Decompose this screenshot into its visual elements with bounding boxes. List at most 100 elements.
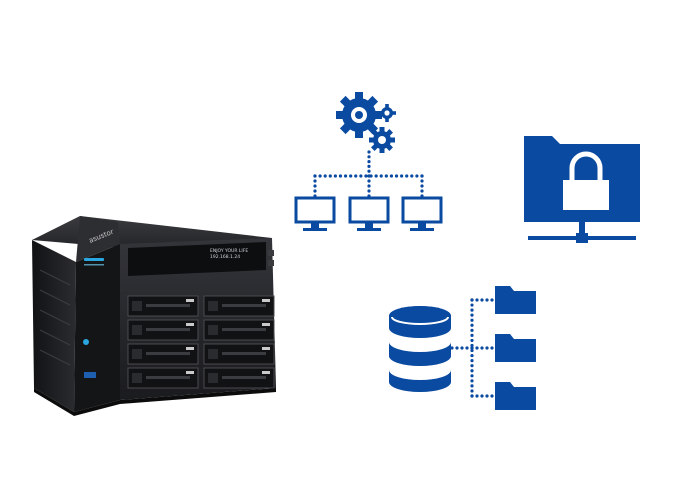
connector-dot [455,346,459,350]
connector-dot [475,346,479,350]
connector-dot [313,184,317,188]
connector-dot [420,174,424,178]
connector-dot [470,374,474,378]
connector-dot [389,174,394,178]
connector-dot [323,174,327,178]
usb-port [84,372,96,378]
connector-dot [470,379,474,383]
connector-dot [470,343,474,348]
connector-dot [405,174,409,178]
connector-dot [384,174,388,178]
connector-dot [480,346,484,350]
drive-bay[interactable] [203,367,275,389]
folder-icon [495,334,536,362]
monitor-icon [401,196,443,224]
connector-dot [349,174,353,178]
connector-dot [410,174,414,178]
connector-dot [490,346,494,350]
connector-dot [333,174,337,178]
connector-dot [470,348,474,353]
connector-dot [359,174,363,178]
lcd-button[interactable] [268,250,274,256]
connector-dot [313,189,317,193]
connector-dot [367,150,371,154]
connector-dot [367,169,371,173]
connector-dot [470,313,474,317]
connector-dot [460,346,464,350]
connector-dot [470,364,474,368]
connector-dot [450,346,454,350]
drive-bay[interactable] [203,319,275,341]
locked-folder-icon [524,136,640,243]
lcd-line-2: 192.168.1.24 [210,254,240,260]
drive-bay[interactable] [127,295,199,317]
connector-dot [400,174,404,178]
connector-dot [470,303,474,307]
connector-dot [420,189,424,193]
connector-dot [313,179,317,183]
connector-dot [367,164,371,168]
connector-dot [379,174,383,178]
connector-dot [475,394,479,398]
connector-dot [470,298,474,302]
connector-dot [470,318,474,322]
status-led [84,258,104,261]
connector-dot [470,346,474,350]
connector-dot [470,359,474,363]
connector-dot [343,174,348,178]
drive-bay[interactable] [127,343,199,365]
monitor-icon [294,196,336,224]
lock-icon [563,180,609,210]
connector-dot [470,308,474,312]
connector-dot [470,384,474,388]
drive-bay[interactable] [127,367,199,389]
connector-dot [470,389,474,393]
connector-dot [485,394,489,398]
monitor-icon [348,196,390,224]
drive-bay[interactable] [203,295,275,317]
connector-dot [367,189,371,193]
lcd-line-1: ENJOY YOUR LIFE [210,248,248,254]
connector-dot [475,298,479,302]
connector-dot [480,394,484,398]
connector-dot [374,174,378,178]
connector-dot [490,298,494,302]
connector-dot [490,394,494,398]
drive-bay[interactable] [127,319,199,341]
folder-icon [495,286,536,314]
nas-device: asustor ENJOY YOUR LIFE 192.168.1.24 [32,216,276,416]
drive-bay[interactable] [203,343,275,365]
connector-dot [354,174,358,178]
connector-dot [338,174,343,178]
connector-dot [470,338,474,343]
connector-dot [470,328,474,332]
power-button[interactable] [83,339,89,345]
connector-dot [367,160,371,164]
connector-dot [367,174,371,178]
connector-dot [328,174,332,178]
gears-icon [336,92,396,153]
connector-dot [367,179,371,183]
connector-dot [470,323,474,327]
connector-dot [485,346,489,350]
connector-dot [485,298,489,302]
connector-dot [318,174,322,178]
connector-dot [394,174,399,178]
lcd-button[interactable] [268,260,274,266]
connector-dot [465,346,469,350]
connector-dot [470,333,474,337]
connector-dot [367,155,371,159]
connector-dot [480,298,484,302]
connector-dot [415,174,419,178]
database-icon [389,306,451,392]
drive-bays [127,295,275,389]
network-computers-icon [294,150,443,231]
folder-tree [450,286,536,410]
connector-dot [367,184,371,188]
connector-dot [420,184,424,188]
connector-dot [470,369,474,373]
connector-dot [470,353,474,358]
lcd-display [128,242,266,276]
connector-dot [313,174,317,178]
